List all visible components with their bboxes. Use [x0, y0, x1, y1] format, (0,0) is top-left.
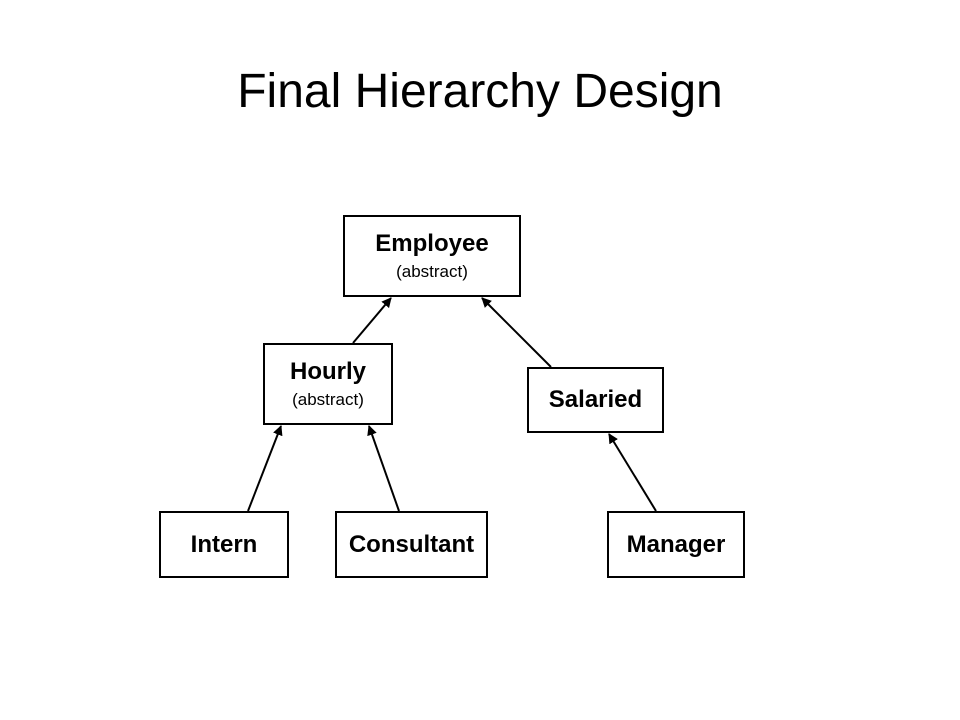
node-employee-sublabel: (abstract) — [396, 261, 468, 281]
node-intern-label: Intern — [190, 530, 258, 558]
arrow-manager-to-salaried — [608, 433, 657, 512]
node-intern: Intern — [159, 511, 289, 578]
node-employee-label: Employee — [375, 229, 489, 257]
arrow-hourly-to-employee — [352, 297, 392, 344]
node-hourly: Hourly (abstract) — [263, 343, 393, 425]
node-hourly-label: Hourly — [289, 357, 366, 385]
node-manager: Manager — [607, 511, 745, 578]
node-consultant: Consultant — [335, 511, 488, 578]
node-employee: Employee (abstract) — [343, 215, 521, 297]
node-hourly-sublabel: (abstract) — [292, 389, 364, 409]
node-salaried-label: Salaried — [548, 386, 643, 413]
arrow-consultant-to-hourly — [367, 425, 400, 512]
node-salaried: Salaried — [527, 367, 664, 433]
arrow-intern-to-hourly — [247, 425, 283, 512]
node-manager-label: Manager — [626, 530, 726, 558]
slide-title: Final Hierarchy Design — [237, 65, 723, 118]
node-consultant-label: Consultant — [348, 530, 475, 558]
arrow-salaried-to-employee — [481, 297, 552, 368]
